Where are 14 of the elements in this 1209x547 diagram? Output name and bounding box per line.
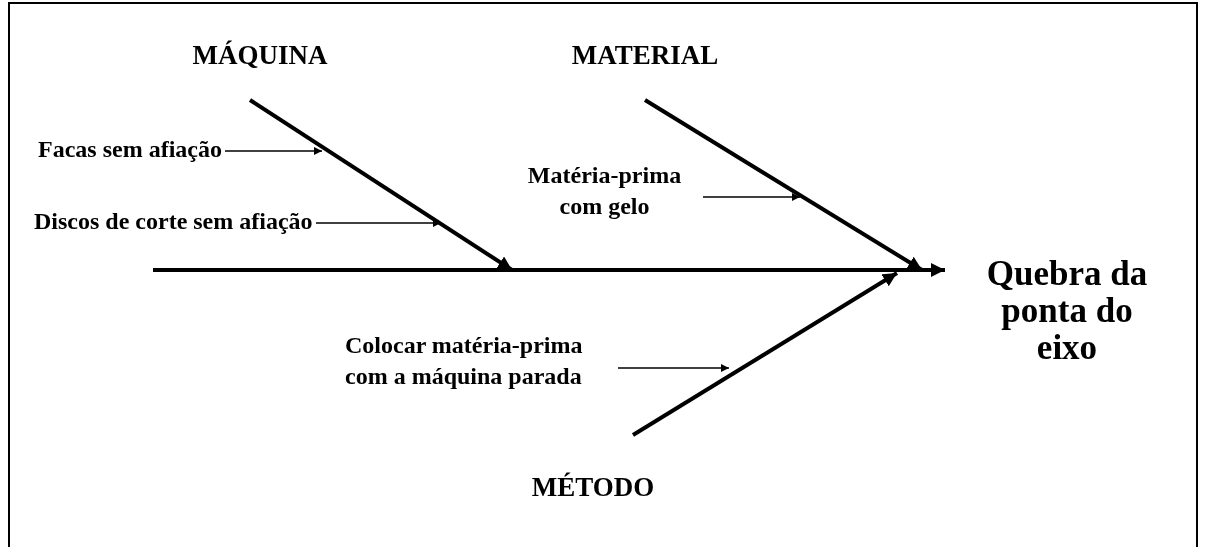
- arrow: [224, 147, 323, 155]
- effect-label: Quebra da ponta do eixo: [985, 256, 1149, 367]
- bone-arrow: [631, 271, 899, 437]
- cause-label: Matéria-prima com gelo: [526, 161, 683, 222]
- category-label: MÉTODO: [531, 471, 655, 504]
- arrow: [702, 193, 801, 201]
- category-label: MATERIAL: [571, 39, 719, 72]
- category-label: MÁQUINA: [192, 39, 328, 72]
- arrow: [617, 364, 730, 372]
- cause-label: Colocar matéria-prima com a máquina parada: [345, 331, 584, 392]
- cause-label: Facas sem afiação: [38, 135, 222, 164]
- cause-label: Discos de corte sem afiação: [34, 207, 313, 236]
- bone-arrow: [153, 263, 945, 277]
- arrow: [315, 219, 442, 227]
